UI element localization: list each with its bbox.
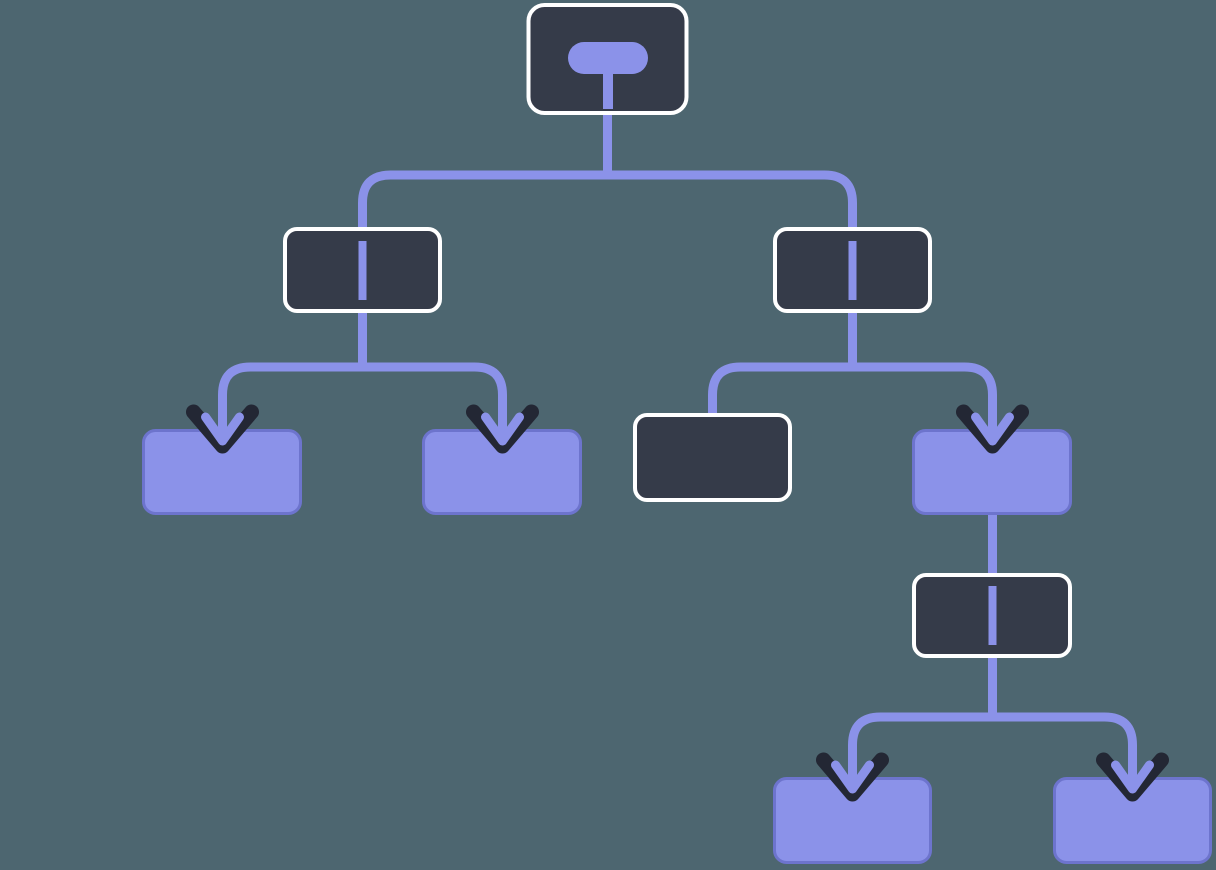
edge-branch-right-split-bar [708,362,997,441]
arrow-down-icon [481,412,524,446]
edge-layer [218,110,1137,789]
edge-root-split-bar [358,170,857,228]
plain-dark-node-box[interactable] [633,413,792,502]
chevron-dark-icon [466,404,539,454]
node-root[interactable] [526,3,689,115]
pill-root-icon [568,42,648,74]
chevron-dark-icon [816,752,889,802]
edge-branch-left-split-bar [218,362,507,441]
arrow-down-icon [1111,760,1154,794]
chevron-layer [186,404,1169,802]
node-branch-lower[interactable] [912,573,1072,658]
arrow-down-icon [831,760,874,794]
arrow-down-icon [971,412,1014,446]
arrow-down-icon [201,412,244,446]
node-layer [142,3,1212,864]
node-branch-left[interactable] [283,227,442,313]
edge-branch-lower-split-bar [848,712,1137,789]
node-plain-dark[interactable] [633,413,792,502]
chevron-dark-icon [186,404,259,454]
node-branch-right[interactable] [773,227,932,313]
chevron-dark-icon [1096,752,1169,802]
chevron-dark-icon [956,404,1029,454]
arrowhead-layer [201,403,1154,794]
